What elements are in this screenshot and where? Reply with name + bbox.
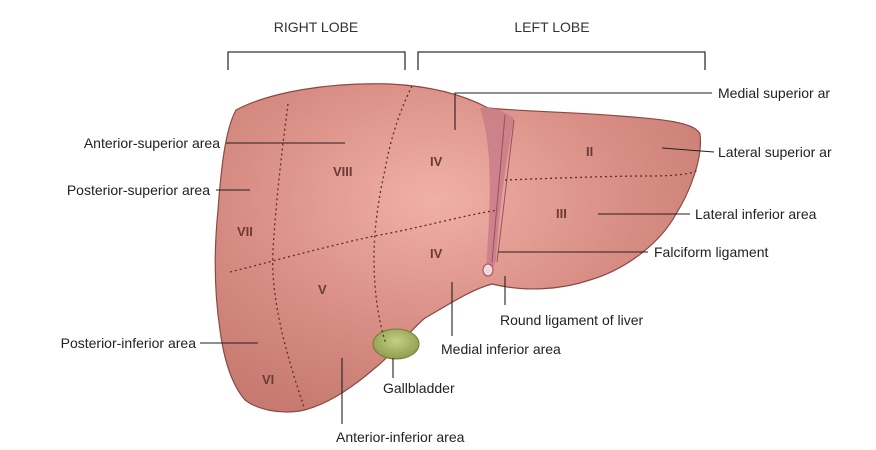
label-round-ligament: Round ligament of liver (500, 312, 644, 328)
gallbladder-shape (373, 329, 419, 359)
left-lobe-bracket (418, 52, 705, 70)
segment-iii: III (556, 206, 567, 221)
label-lateral-inferior: Lateral inferior area (695, 206, 817, 222)
liver-shape (215, 84, 700, 412)
right-lobe-label: RIGHT LOBE (274, 19, 359, 35)
segment-v: V (318, 282, 327, 297)
label-posterior-inferior: Posterior-inferior area (61, 335, 197, 351)
segment-iv-upper: IV (430, 154, 443, 169)
label-medial-inferior: Medial inferior area (441, 341, 561, 357)
label-posterior-superior: Posterior-superior area (67, 182, 210, 198)
segment-iv-lower: IV (430, 246, 443, 261)
round-ligament-circle (483, 264, 493, 276)
segment-ii: II (586, 144, 593, 159)
label-gallbladder: Gallbladder (383, 380, 455, 396)
label-anterior-inferior: Anterior-inferior area (336, 429, 465, 445)
segment-vi: VI (262, 372, 274, 387)
segment-viii: VIII (333, 164, 353, 179)
label-anterior-superior: Anterior-superior area (84, 135, 220, 151)
label-falciform: Falciform ligament (654, 244, 768, 260)
left-lobe-label: LEFT LOBE (514, 19, 589, 35)
label-lateral-superior: Lateral superior ar (718, 144, 832, 160)
segment-vii: VII (237, 224, 253, 239)
right-lobe-bracket (228, 52, 405, 70)
label-medial-superior: Medial superior ar (718, 85, 830, 101)
